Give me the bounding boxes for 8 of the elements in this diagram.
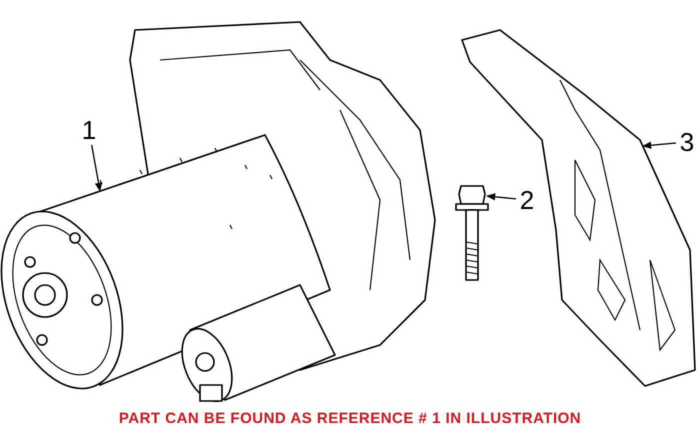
callout-number: 3 [676, 127, 698, 157]
callout-number: 2 [516, 185, 538, 215]
leader-line [486, 193, 516, 200]
bolt-drawing [455, 182, 489, 282]
caption: PART CAN BE FOUND AS REFERENCE # 1 IN ILLUSTRATION [118, 410, 582, 427]
callout-number: 1 [78, 115, 100, 145]
leader-line [91, 144, 102, 192]
leader-line [642, 142, 676, 149]
